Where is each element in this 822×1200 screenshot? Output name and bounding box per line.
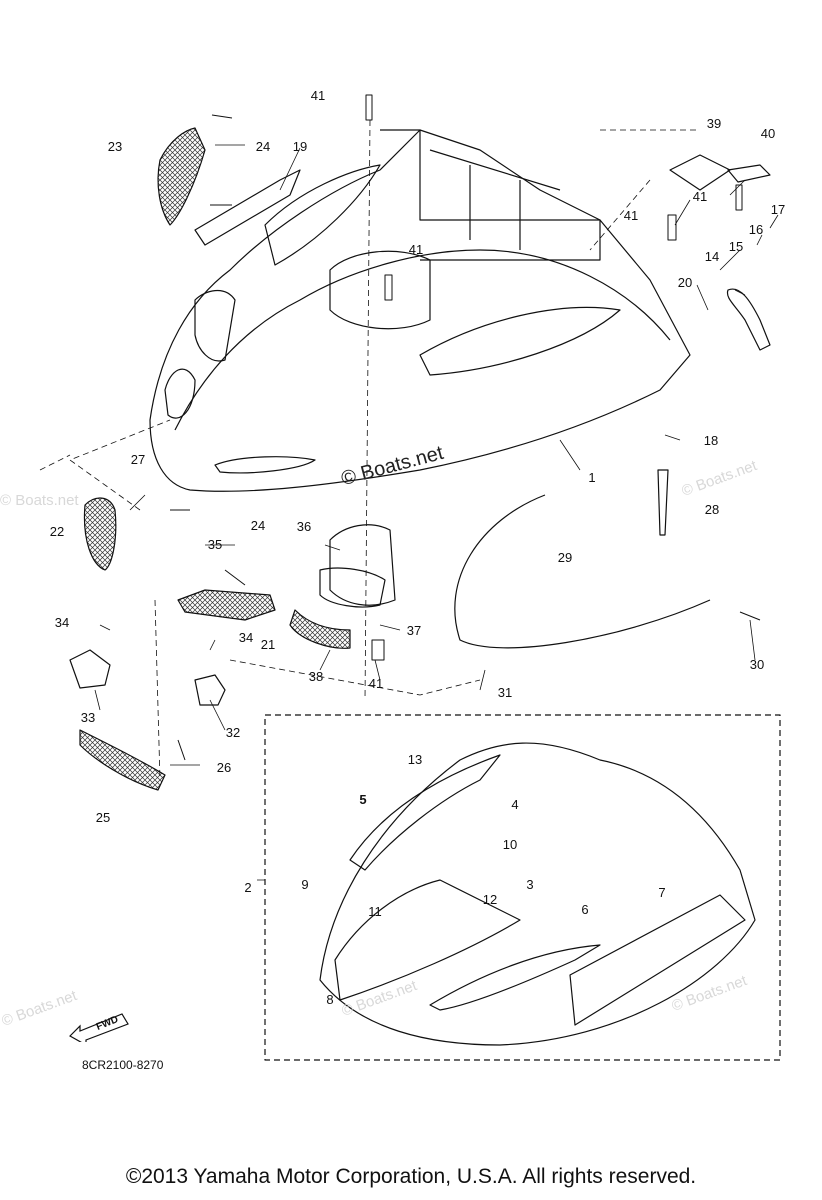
callout-8: 8 — [326, 992, 334, 1007]
callout-17: 17 — [770, 202, 786, 217]
callout-41-bottom: 41 — [368, 676, 384, 691]
callout-1: 1 — [588, 470, 596, 485]
strip-19 — [194, 169, 301, 246]
decal-6 — [429, 944, 601, 1011]
callout-7: 7 — [658, 885, 666, 900]
leader-lines — [94, 144, 779, 881]
callout-20: 20 — [677, 275, 693, 290]
callout-29: 29 — [557, 550, 573, 565]
callout-37: 37 — [406, 623, 422, 638]
callout-34-right: 34 — [238, 630, 254, 645]
duct-36 — [329, 524, 396, 606]
callout-24-top: 24 — [255, 139, 271, 154]
diagram-part-code: 8CR2100-8270 — [82, 1058, 164, 1072]
callout-10: 10 — [502, 837, 518, 852]
callout-41-mid: 41 — [408, 242, 424, 257]
cable-29 — [454, 494, 711, 649]
latch-14 — [726, 288, 771, 351]
callout-30: 30 — [749, 657, 765, 672]
callout-5: 5 — [359, 792, 367, 807]
callout-4: 4 — [511, 797, 519, 812]
hood-window-left — [164, 368, 196, 419]
callout-41-right: 41 — [623, 208, 639, 223]
callout-28: 28 — [704, 502, 720, 517]
fwd-arrow-icon — [69, 1013, 129, 1042]
fasteners — [170, 94, 761, 761]
grille-25 — [79, 729, 166, 791]
callout-16: 16 — [748, 222, 764, 237]
grille-23 — [157, 127, 206, 226]
dash-lines — [39, 119, 700, 781]
callout-13: 13 — [407, 752, 423, 767]
callout-34-left: 34 — [54, 615, 70, 630]
callout-23: 23 — [107, 139, 123, 154]
callout-39: 39 — [706, 116, 722, 131]
callout-21: 21 — [260, 637, 276, 652]
hood-inner-rim — [174, 249, 671, 431]
callout-32: 32 — [225, 725, 241, 740]
callout-11: 11 — [368, 904, 382, 919]
callout-26: 26 — [216, 760, 232, 775]
callout-38: 38 — [308, 669, 324, 684]
callout-27: 27 — [130, 452, 146, 467]
callout-18: 18 — [703, 433, 719, 448]
copyright-notice: ©2013 Yamaha Motor Corporation, U.S.A. A… — [125, 1165, 697, 1188]
decal-body — [319, 742, 756, 1046]
callout-25: 25 — [95, 810, 111, 825]
decal-7 — [569, 894, 746, 1026]
callout-41-top: 41 — [310, 88, 326, 103]
bracket-33 — [69, 649, 111, 689]
hood-vent-right — [419, 306, 621, 376]
decal-3 — [334, 879, 521, 1001]
decal-13 — [349, 754, 501, 871]
hood-vent-left — [264, 164, 381, 266]
callout-9: 9 — [301, 877, 309, 892]
strap-28 — [657, 469, 669, 536]
bracket-32 — [194, 674, 226, 706]
callout-6: 6 — [581, 902, 589, 917]
callout-36: 36 — [296, 519, 312, 534]
hood-outline — [149, 129, 691, 492]
callout-31: 31 — [497, 685, 513, 700]
hood-frame — [380, 129, 601, 261]
callout-3: 3 — [526, 877, 534, 892]
callout-41-far: 41 — [692, 189, 708, 204]
callout-22: 22 — [49, 524, 65, 539]
grille-21 — [177, 589, 276, 621]
callout-33: 33 — [80, 710, 96, 725]
grille-22 — [83, 497, 117, 571]
duct-37 — [319, 567, 386, 608]
hood-front-vent — [214, 456, 316, 474]
callout-2: 2 — [244, 880, 252, 895]
watermark-top-left: © Boats.net — [0, 492, 79, 509]
hood-window-side — [194, 290, 236, 362]
hood-opening — [329, 250, 431, 330]
callout-19: 19 — [292, 139, 308, 154]
plate-39 — [669, 154, 731, 191]
callout-15: 15 — [728, 239, 744, 254]
grille-38 — [289, 609, 351, 649]
callout-14: 14 — [704, 249, 720, 264]
callout-12: 12 — [482, 892, 498, 907]
callout-35: 35 — [207, 537, 223, 552]
callout-40: 40 — [760, 126, 776, 141]
callout-24-mid: 24 — [250, 518, 266, 533]
bracket-40 — [727, 164, 771, 183]
